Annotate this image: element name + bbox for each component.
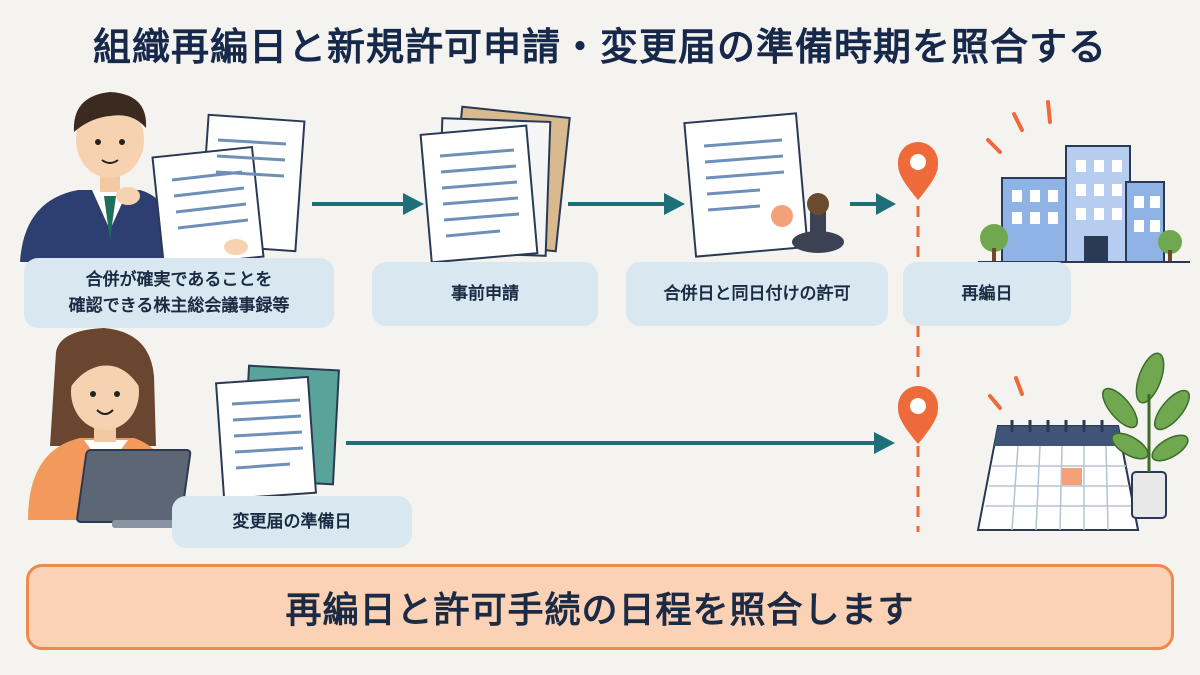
step-box-reorganization-date: 再編日	[903, 262, 1071, 326]
summary-banner: 再編日と許可手続の日程を照合します	[26, 564, 1174, 650]
page-title: 組織再編日と新規許可申請・変更届の準備時期を照合する	[92, 25, 1107, 69]
arrow-3	[850, 193, 896, 215]
stamped-document-icon	[683, 112, 844, 258]
businessman-icon	[20, 92, 182, 262]
step-box-minutes: 合併が確実であることを 確認できる株主総会議事録等	[24, 258, 334, 328]
arrow-change-notice	[346, 432, 895, 454]
plant-icon	[1102, 352, 1190, 519]
document-stack-icon	[419, 105, 571, 264]
step-box-change-notice-prep: 変更届の準備日	[172, 496, 412, 548]
location-pin-icon	[898, 142, 938, 200]
step-box-pre-application: 事前申請	[372, 262, 598, 326]
businesswoman-laptop-icon	[28, 328, 252, 528]
documents-icon	[151, 113, 306, 269]
arrow-1	[312, 193, 424, 215]
documents-icon	[214, 364, 340, 501]
calendar-icon	[976, 376, 1140, 531]
arrow-2	[568, 193, 685, 215]
step-box-same-day-permit: 合併日と同日付けの許可	[626, 262, 888, 326]
location-pin-icon	[898, 386, 938, 444]
office-buildings-icon	[978, 100, 1190, 263]
